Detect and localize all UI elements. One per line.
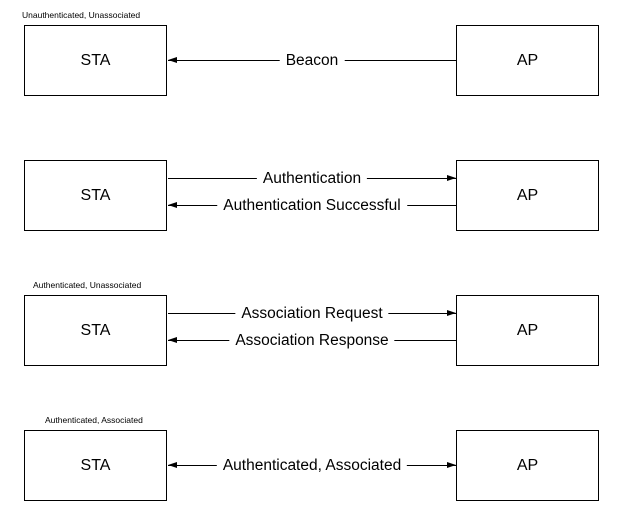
association-response-arrow: Association Response: [168, 331, 456, 351]
authentication-arrow: Authentication: [168, 169, 456, 189]
state-label: Authenticated, Associated: [45, 415, 143, 425]
sta-box: STA: [24, 25, 167, 96]
beacon-label: Beacon: [279, 51, 345, 71]
arrowhead-left-icon: [168, 337, 177, 343]
sta-label: STA: [80, 456, 111, 474]
arrowhead-left-icon: [168, 202, 177, 208]
ap-label: AP: [516, 186, 539, 204]
diagram-row-authenticated-unassociated: Authenticated, Unassociated STA AP Assoc…: [0, 280, 630, 390]
arrowhead-right-icon: [447, 175, 456, 181]
association-request-arrow: Association Request: [168, 304, 456, 324]
ap-box: AP: [456, 295, 599, 366]
sta-label: STA: [80, 321, 111, 339]
state-label: Unauthenticated, Unassociated: [22, 10, 141, 20]
authentication-label: Authentication: [256, 169, 368, 189]
association-request-label: Association Request: [235, 304, 389, 324]
sta-box: STA: [24, 295, 167, 366]
arrowhead-right-icon: [447, 462, 456, 468]
sta-label: STA: [80, 51, 111, 69]
authentication-successful-arrow: Authentication Successful: [168, 196, 456, 216]
diagram-row-unauthenticated-unassociated: Unauthenticated, Unassociated STA AP Bea…: [0, 10, 630, 120]
ap-label: AP: [516, 321, 539, 339]
beacon-arrow: Beacon: [168, 51, 456, 71]
sta-label: STA: [80, 186, 111, 204]
ap-box: AP: [456, 160, 599, 231]
authenticated-associated-label: Authenticated, Associated: [216, 456, 408, 476]
arrowhead-left-icon: [168, 462, 177, 468]
authenticated-associated-arrow: Authenticated, Associated: [168, 456, 456, 476]
state-label: Authenticated, Unassociated: [33, 280, 142, 290]
ap-box: AP: [456, 25, 599, 96]
arrowhead-right-icon: [447, 310, 456, 316]
authentication-successful-label: Authentication Successful: [217, 196, 407, 216]
ap-label: AP: [516, 456, 539, 474]
diagram-row-authenticated-associated: Authenticated, Associated STA AP Authent…: [0, 415, 630, 525]
diagram-row-authentication: STA AP Authentication Authentication Suc…: [0, 145, 630, 255]
ap-label: AP: [516, 51, 539, 69]
ap-box: AP: [456, 430, 599, 501]
sta-box: STA: [24, 430, 167, 501]
sta-box: STA: [24, 160, 167, 231]
arrowhead-left-icon: [168, 57, 177, 63]
association-response-label: Association Response: [229, 331, 395, 351]
